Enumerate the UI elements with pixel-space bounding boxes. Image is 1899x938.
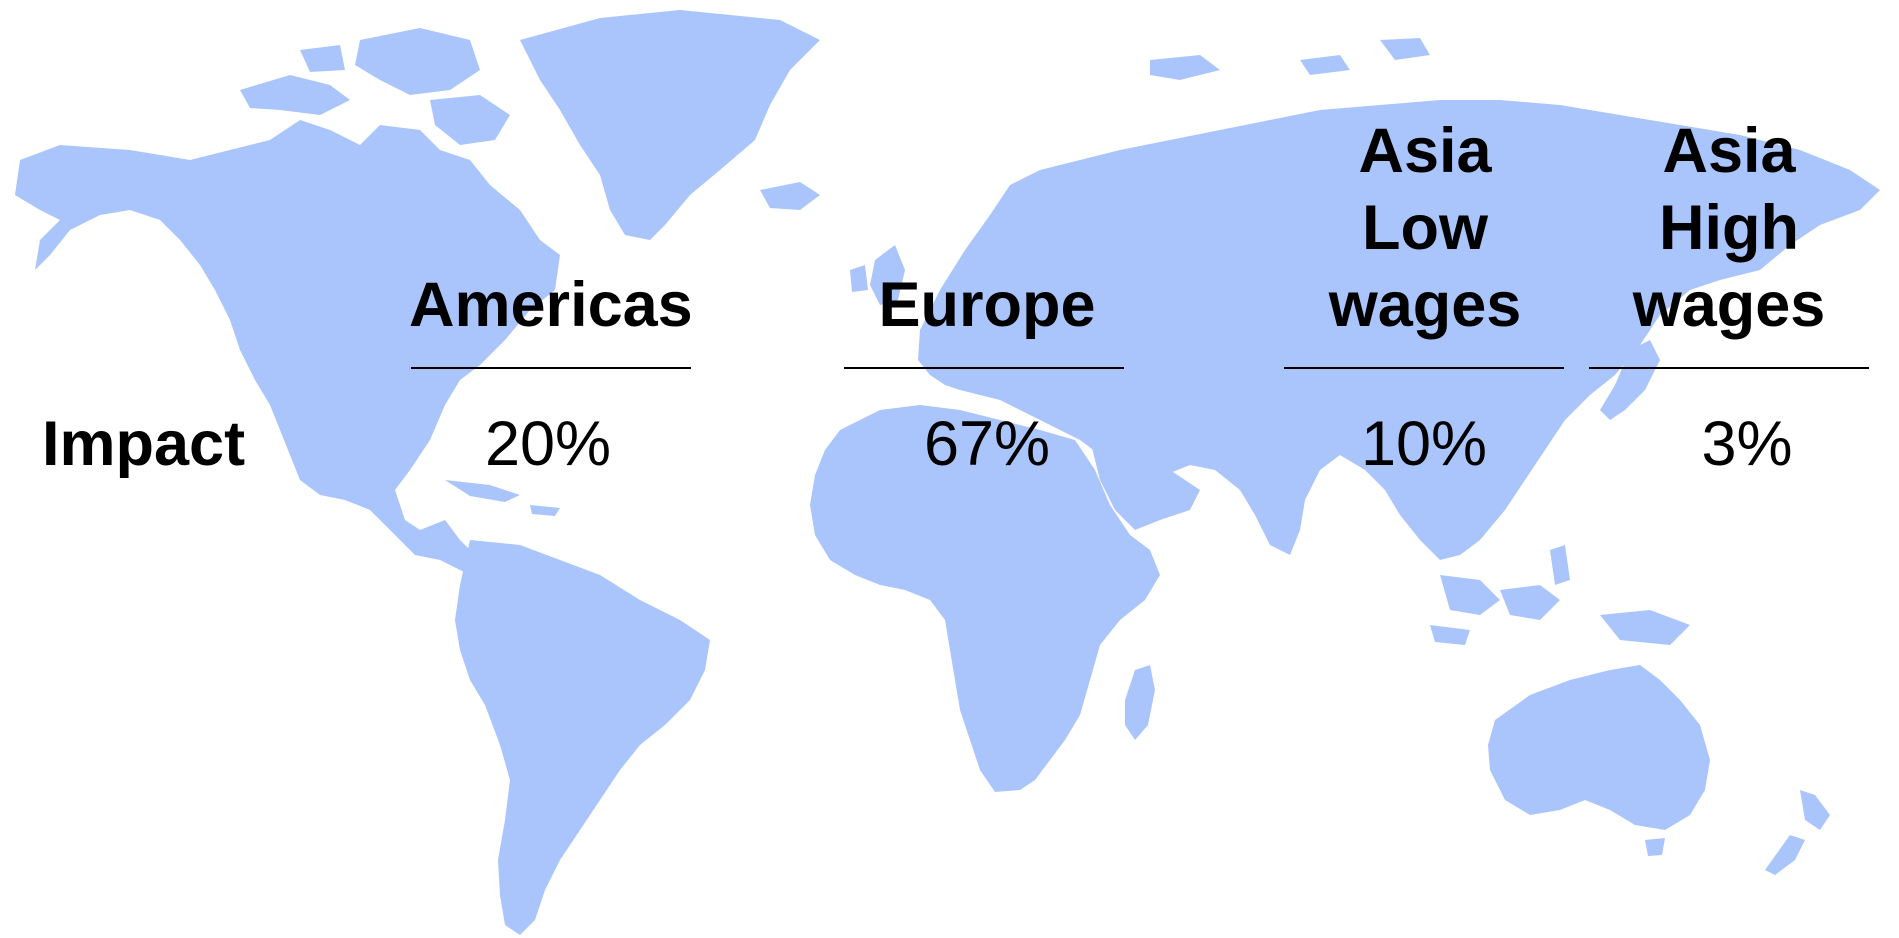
header-europe: Europe [847,267,1127,344]
header-asia-low-line-1: Asia [1358,116,1492,186]
british-isles-landmass [850,245,905,305]
header-rule-asia-low-wages [1284,367,1564,369]
header-rule-americas [411,367,691,369]
south-america-landmass [455,540,710,935]
header-asia-high-line-1: Asia [1662,116,1796,186]
australia-landmass [1488,665,1710,830]
madagascar-landmass [1125,665,1155,740]
value-americas: 20% [484,409,612,479]
new-zealand-landmass [1765,790,1830,875]
tasmania-landmass [1645,838,1665,856]
value-asia-low-wages: 10% [1360,409,1488,479]
header-asia-high-line-2: High [1659,193,1799,263]
header-americas-line-1: Americas [409,270,693,340]
japan-landmass [1600,340,1660,420]
iceland-landmass [760,182,820,210]
arctic-islands-east [1150,38,1430,80]
arabian-peninsula [1090,440,1200,530]
header-asia-low-line-3: wages [1328,270,1522,340]
eurasia-landmass [918,100,1880,560]
header-asia-low-wages: Asia Low wages [1285,113,1565,344]
row-label-impact: Impact [42,409,246,479]
header-rule-asia-high-wages [1589,367,1869,369]
header-americas: Americas [409,267,693,344]
north-america-landmass [15,120,560,575]
header-asia-low-line-2: Low [1362,193,1488,263]
caribbean-islands [445,480,560,516]
header-rule-europe [844,367,1124,369]
header-europe-line-1: Europe [878,270,1096,340]
header-asia-high-wages: Asia High wages [1589,113,1869,344]
value-asia-high-wages: 3% [1701,409,1793,479]
africa-landmass [810,405,1160,792]
greenland-landmass [520,10,820,240]
value-europe: 67% [923,409,1051,479]
header-asia-high-line-3: wages [1632,270,1826,340]
canadian-arctic-islands [240,28,510,145]
southeast-asia-islands [1430,545,1690,645]
